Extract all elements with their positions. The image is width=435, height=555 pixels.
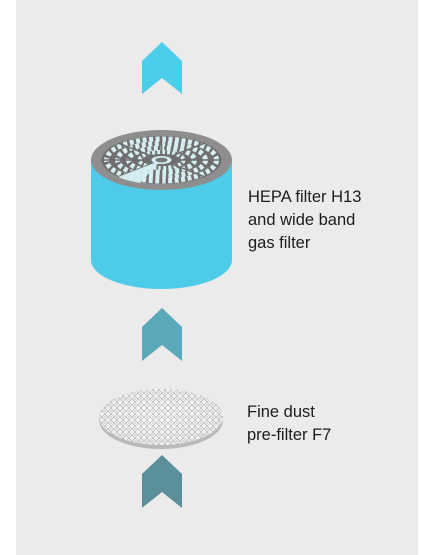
airflow-arrow-top — [142, 42, 182, 94]
hepa-filter-label: HEPA filter H13 and wide band gas filter — [248, 186, 361, 255]
hepa-filter-body — [91, 160, 232, 289]
hepa-filter — [91, 130, 232, 289]
pre-filter-label-line: pre-filter F7 — [247, 426, 332, 444]
pre-filter-label: Fine dust pre-filter F7 — [247, 401, 331, 447]
airflow-arrow-middle — [142, 308, 182, 361]
pre-filter — [99, 389, 223, 449]
pre-filter-label-line: Fine dust — [247, 403, 315, 421]
airflow-arrow-bottom — [142, 455, 182, 508]
hepa-filter-label-line: HEPA filter H13 — [248, 188, 362, 206]
hepa-filter-label-line: and wide band — [248, 211, 356, 229]
hepa-filter-label-line: gas filter — [248, 234, 311, 252]
